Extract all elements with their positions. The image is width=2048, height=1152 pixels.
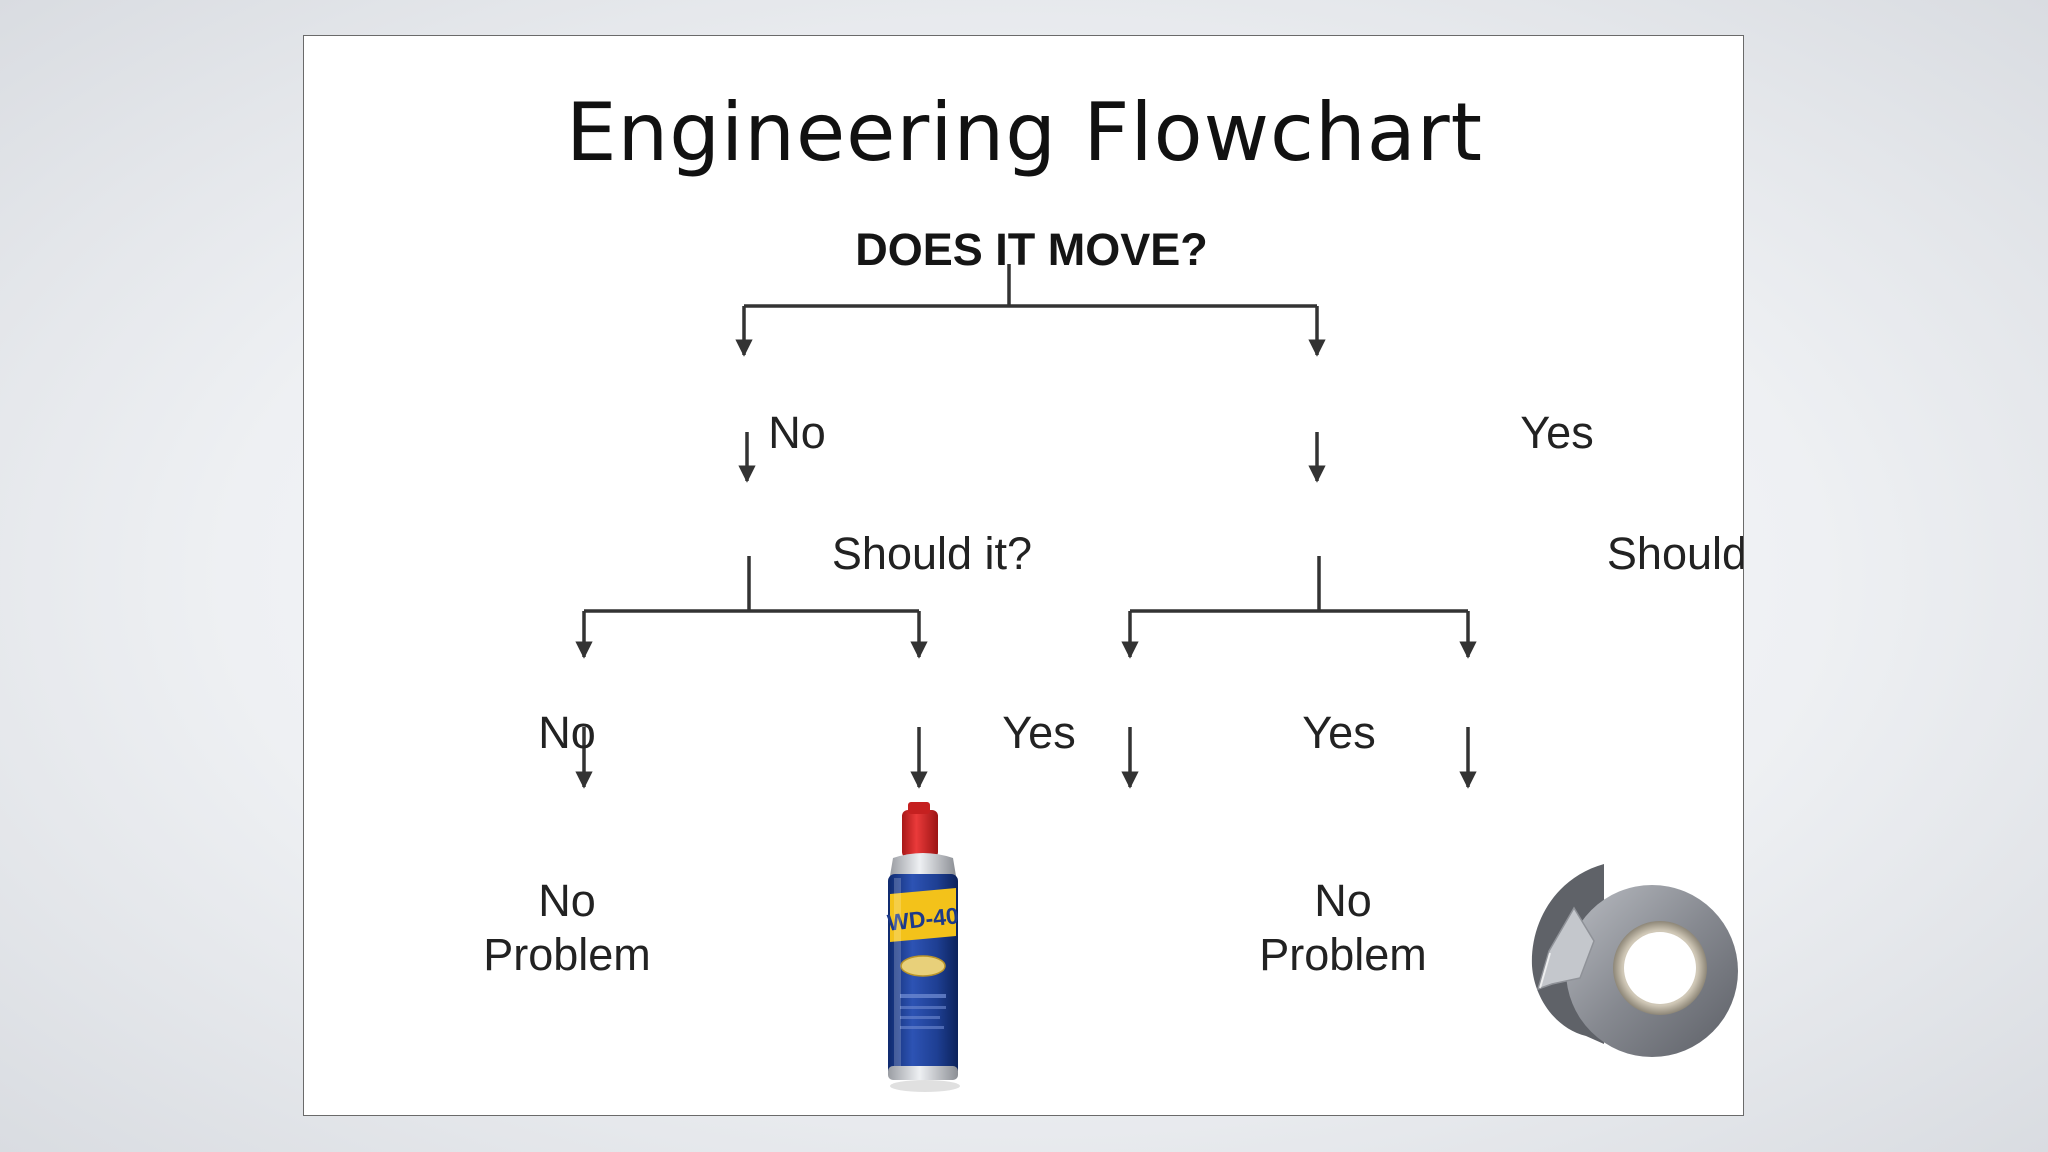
result-line-1: No (1314, 875, 1372, 926)
followup-question-left: Should it? (831, 528, 1033, 579)
flowchart-connectors: WD-40 (575, 264, 1738, 1092)
answer-right-yes: Yes (1302, 707, 1376, 758)
result-right-no-problem: No Problem (1183, 874, 1503, 982)
answer-yes: Yes (1520, 407, 1594, 458)
flowchart-slide: WD-40 Engineering Flowchart DOES IT MOVE… (303, 35, 1744, 1116)
result-line-1: No (538, 875, 596, 926)
duct-tape-icon (1531, 864, 1738, 1057)
result-line-2: Problem (1259, 929, 1427, 980)
followup-question-right: Should it? (1606, 528, 1744, 579)
diagram-title: Engineering Flowchart (565, 86, 1483, 179)
result-line-2: Problem (483, 929, 651, 980)
result-left-no-problem: No Problem (407, 874, 727, 982)
answer-right-no: No (1653, 706, 1743, 760)
answer-left-no: No (538, 707, 596, 758)
answer-no: No (768, 407, 826, 458)
root-question: DOES IT MOVE? (855, 224, 1208, 275)
wd40-can-icon: WD-40 (886, 802, 960, 1092)
answer-left-yes: Yes (1002, 707, 1076, 758)
